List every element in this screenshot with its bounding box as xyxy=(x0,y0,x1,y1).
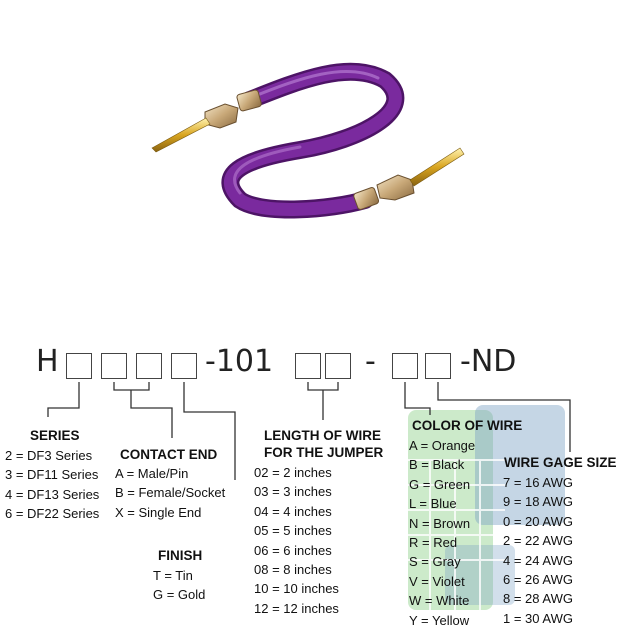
contact-end-list: A = Male/Pin B = Female/Socket X = Singl… xyxy=(115,464,225,522)
color-item: A = Orange xyxy=(409,438,476,453)
color-item: L = Blue xyxy=(409,496,457,512)
length-item: 05 = 5 inches xyxy=(254,523,332,539)
connector-lines xyxy=(47,382,571,480)
gage-list: 7 = 16 AWG 9 = 18 AWG 0 = 20 AWG 2 = 22 … xyxy=(503,473,573,628)
color-item: V = Violet xyxy=(409,573,465,589)
pn-suffix: -ND xyxy=(460,344,517,379)
length-item: 10 = 10 inches xyxy=(254,581,339,597)
length-item: 04 = 4 inches xyxy=(254,503,332,519)
color-item: G = Green xyxy=(409,476,471,492)
left-terminal xyxy=(151,89,262,153)
contact-end-heading: CONTACT END xyxy=(120,447,218,462)
pn-box-color xyxy=(392,353,418,379)
color-item: R = Red xyxy=(409,535,458,551)
gage-item: 2 = 22 AWG xyxy=(503,533,573,549)
pn-box-series xyxy=(66,353,92,379)
series-item: 4 = DF13 Series xyxy=(5,486,100,502)
contact-end-item: X = Single End xyxy=(115,504,202,520)
color-item: Y = Yellow xyxy=(409,612,470,628)
pn-box-contact-2 xyxy=(136,353,162,379)
color-item: N = Brown xyxy=(409,515,471,531)
color-item: S = Gray xyxy=(409,554,461,570)
length-item: 06 = 6 inches xyxy=(254,542,332,558)
length-item: 12 = 12 inches xyxy=(254,600,339,616)
pn-box-length-1 xyxy=(295,353,321,379)
gage-item: 1 = 30 AWG xyxy=(503,610,573,626)
finish-item: T = Tin xyxy=(153,568,193,583)
pn-box-finish xyxy=(171,353,197,379)
series-item: 2 = DF3 Series xyxy=(5,448,93,463)
gage-item: 6 = 26 AWG xyxy=(503,572,573,588)
pn-middle: -101 xyxy=(205,344,274,379)
gage-item: 4 = 24 AWG xyxy=(503,552,573,568)
contact-end-item: A = Male/Pin xyxy=(115,466,189,481)
contact-end-item: B = Female/Socket xyxy=(115,485,226,501)
right-terminal xyxy=(353,147,465,210)
gage-item: 8 = 28 AWG xyxy=(503,591,573,607)
length-item: 02 = 2 inches xyxy=(254,465,332,480)
watermark-logo xyxy=(408,405,565,610)
length-heading-line1: LENGTH OF WIRE xyxy=(264,428,381,443)
pn-box-gage xyxy=(425,353,451,379)
finish-item: G = Gold xyxy=(153,587,206,603)
gage-item: 9 = 18 AWG xyxy=(503,494,573,510)
finish-heading: FINISH xyxy=(158,548,203,563)
length-item: 03 = 3 inches xyxy=(254,484,332,500)
length-item: 08 = 8 inches xyxy=(254,562,332,578)
color-item: B = Black xyxy=(409,457,465,473)
color-heading: COLOR OF WIRE xyxy=(412,418,523,433)
gage-item: 0 = 20 AWG xyxy=(503,513,573,529)
length-heading-line2: FOR THE JUMPER xyxy=(264,445,384,460)
series-item: 6 = DF22 Series xyxy=(5,506,100,522)
pn-box-contact-1 xyxy=(101,353,127,379)
pn-prefix: H xyxy=(36,344,59,379)
gage-heading: WIRE GAGE SIZE xyxy=(504,455,617,470)
gage-item: 7 = 16 AWG xyxy=(503,475,573,490)
jumper-wire-photo xyxy=(151,62,465,219)
series-list: 2 = DF3 Series 3 = DF11 Series 4 = DF13 … xyxy=(5,446,99,524)
series-item: 3 = DF11 Series xyxy=(5,467,99,483)
length-list: 02 = 2 inches 03 = 3 inches 04 = 4 inche… xyxy=(254,463,339,618)
pn-dash: - xyxy=(365,344,376,379)
finish-list: T = Tin G = Gold xyxy=(153,566,205,605)
pn-box-length-2 xyxy=(325,353,351,379)
series-heading: SERIES xyxy=(30,428,80,443)
color-list: A = Orange B = Black G = Green L = Blue … xyxy=(409,436,475,630)
color-item: W = White xyxy=(409,593,470,609)
